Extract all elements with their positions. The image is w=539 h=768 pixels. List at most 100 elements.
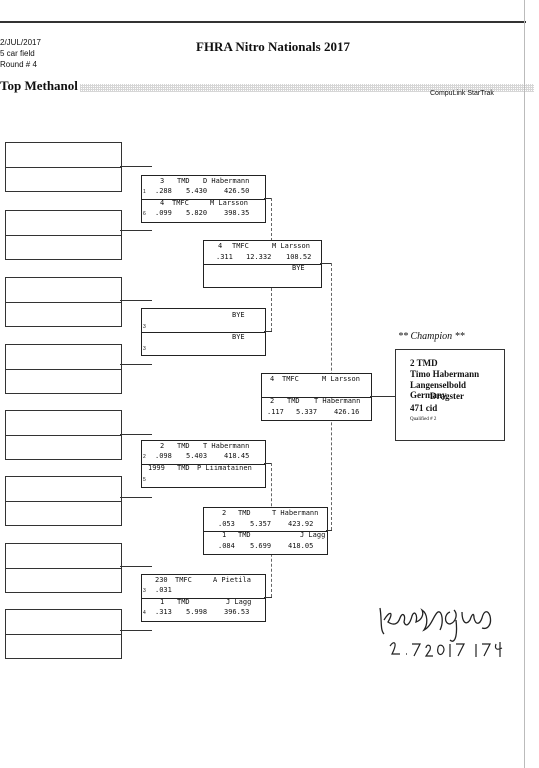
connector xyxy=(120,166,152,167)
driver-name: BYE xyxy=(292,264,305,272)
r1-slot-2 xyxy=(5,210,122,260)
lane-number: 5 xyxy=(143,477,146,483)
elapsed-time: 5.699 xyxy=(250,542,272,550)
driver-name: J Lagg xyxy=(226,598,252,606)
car-class: TMFC xyxy=(172,199,189,207)
header-rule xyxy=(0,21,526,23)
final-pair xyxy=(261,373,372,421)
qual-number: 230 xyxy=(155,576,168,584)
event-date: 2/JUL/2017 xyxy=(0,38,41,47)
qual-number: 3 xyxy=(160,177,165,185)
car-class: TMD xyxy=(238,531,251,539)
driver-name: T Habermann xyxy=(203,442,250,450)
connector xyxy=(120,497,152,498)
qual-number: 2 xyxy=(222,509,227,517)
car-class: TMD xyxy=(177,177,190,185)
champion-name: Timo Habermann xyxy=(410,369,480,379)
reaction-time: .053 xyxy=(218,520,235,528)
qual-number: 2 xyxy=(270,397,275,405)
champion-qualified: Qualified # 2 xyxy=(410,417,437,422)
driver-name: T Habermann xyxy=(272,509,319,517)
connector xyxy=(120,300,152,301)
reaction-time: .098 xyxy=(155,452,172,460)
qual-number: 1 xyxy=(160,598,165,606)
r2-pair-2 xyxy=(141,308,266,356)
lane-number: 4 xyxy=(143,610,146,616)
elapsed-time: 5.430 xyxy=(186,187,208,195)
r2-pair-3 xyxy=(141,440,266,488)
car-class: TMD xyxy=(177,442,190,450)
connector xyxy=(120,364,152,365)
driver-name: P Liimatainen xyxy=(197,464,252,472)
speed: 423.92 xyxy=(288,520,314,528)
driver-name: A Pietila xyxy=(213,576,251,584)
car-class: TMFC xyxy=(282,375,299,383)
driver-name: M Larsson xyxy=(272,242,310,250)
connector xyxy=(370,396,395,397)
lane-number: 2 xyxy=(143,454,146,460)
qual-number: 4 xyxy=(160,199,165,207)
connector xyxy=(264,597,272,598)
lane-number: 3 xyxy=(143,346,146,352)
r1-slot-7 xyxy=(5,543,122,593)
elapsed-time: 5.998 xyxy=(186,608,208,616)
driver-name: M Larsson xyxy=(210,199,248,207)
car-class: TMD xyxy=(177,598,190,606)
speed: 396.53 xyxy=(224,608,250,616)
driver-name: M Larsson xyxy=(322,375,360,383)
qual-number: 1 xyxy=(222,531,227,539)
connector xyxy=(264,463,272,464)
driver-name: BYE xyxy=(232,333,245,341)
reaction-time: .311 xyxy=(216,253,233,261)
speed: 426.50 xyxy=(224,187,250,195)
connector xyxy=(264,198,272,199)
champion-heading: ** Champion ** xyxy=(398,331,465,342)
r1-slot-3 xyxy=(5,277,122,327)
speed: 398.35 xyxy=(224,209,250,217)
speed: 418.05 xyxy=(288,542,314,550)
speed: 108.52 xyxy=(286,253,312,261)
lane-number: 3 xyxy=(143,324,146,330)
r1-slot-8 xyxy=(5,609,122,659)
driver-name: D Habermann xyxy=(203,177,250,185)
reaction-time: .099 xyxy=(155,209,172,217)
elapsed-time: 5.820 xyxy=(186,209,208,217)
connector xyxy=(120,630,152,631)
page-edge-line xyxy=(524,0,525,768)
speed: 418.45 xyxy=(224,452,250,460)
car-class: TMD xyxy=(238,509,251,517)
elapsed-time: 12.332 xyxy=(246,253,272,261)
connector xyxy=(326,530,332,531)
car-class: TMD xyxy=(177,464,190,472)
car-class: TMD xyxy=(287,397,300,405)
lane-number: 1 xyxy=(143,189,146,195)
reaction-time: .117 xyxy=(267,408,284,416)
champion-car: Dragster xyxy=(430,391,464,401)
dotted-rule xyxy=(80,84,534,92)
qual-number: 1999 xyxy=(148,464,165,472)
r1-slot-6 xyxy=(5,476,122,526)
champion-box: 2 TMD Timo Habermann Langenselbold Germa… xyxy=(395,349,505,441)
connector xyxy=(120,230,152,231)
r1-slot-5 xyxy=(5,410,122,460)
elapsed-time: 5.403 xyxy=(186,452,208,460)
connector xyxy=(320,263,332,264)
champion-location: Langenselbold Germany xyxy=(410,380,467,400)
driver-name: BYE xyxy=(232,311,245,319)
car-class: TMFC xyxy=(175,576,192,584)
connector xyxy=(120,566,152,567)
qual-number: 4 xyxy=(218,242,223,250)
field-size: 5 car field xyxy=(0,49,35,58)
lane-number: 3 xyxy=(143,588,146,594)
reaction-time: .031 xyxy=(155,586,172,594)
driver-name: J Lagg xyxy=(300,531,326,539)
page-title: FHRA Nitro Nationals 2017 xyxy=(196,39,350,54)
elapsed-time: 5.337 xyxy=(296,408,318,416)
connector xyxy=(120,434,152,435)
r1-slot-4 xyxy=(5,344,122,394)
round-number: Round # 4 xyxy=(0,60,37,69)
r2-pair-4 xyxy=(141,574,266,622)
reaction-time: .313 xyxy=(155,608,172,616)
class-name: Top Methanol xyxy=(0,78,78,93)
r3-pair-2 xyxy=(203,507,328,555)
